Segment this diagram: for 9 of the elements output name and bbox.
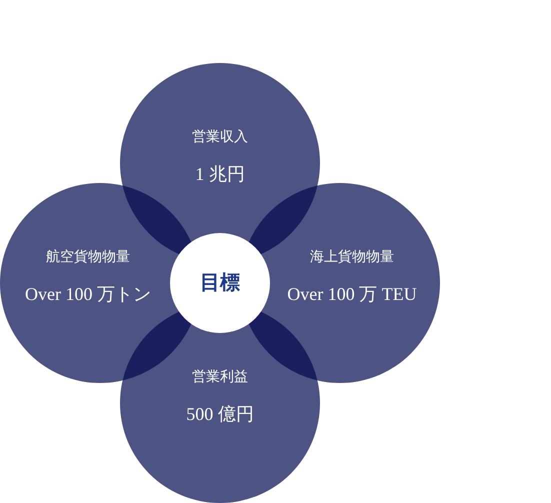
metric-name: 営業利益 (191, 368, 249, 386)
metric-name: 海上貨物物量 (309, 248, 395, 266)
metric-value: 500 億円 (185, 403, 255, 426)
metric-value: Over 100 万トン (24, 283, 152, 306)
goal-label: 目標 (199, 271, 241, 296)
metric-value: Over 100 万 TEU (286, 283, 418, 306)
metric-name: 営業収入 (191, 128, 249, 146)
metric-value: 1 兆円 (194, 163, 246, 186)
metric-name: 航空貨物物量 (45, 248, 131, 266)
